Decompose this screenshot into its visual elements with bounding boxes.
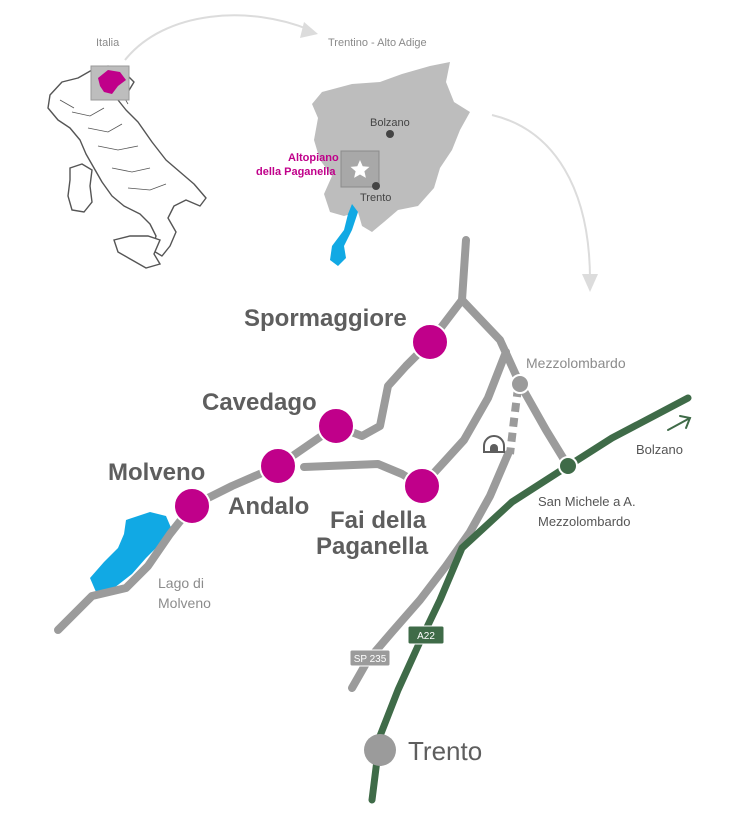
lake-molveno: [90, 512, 172, 592]
plateau-label-line2: della Paganella: [256, 166, 336, 178]
road-north-to-mezzolombardo: [458, 296, 524, 388]
a22-label: A22: [417, 631, 435, 642]
bolzano-label: Bolzano: [636, 442, 683, 457]
tunnel-dashed-road: [506, 387, 522, 455]
road-molveno-lake: [54, 502, 196, 634]
san-michele-dot: [558, 456, 578, 476]
a22-badge: A22: [407, 625, 445, 645]
region-to-map-arrow: [491, 114, 591, 281]
spormaggiore-label: Spormaggiore: [244, 305, 407, 332]
garda-lake: [330, 204, 358, 266]
italy-outline: [47, 65, 207, 257]
san-michele-label-line1: San Michele a A.: [538, 494, 636, 509]
san-michele-label-line2: Mezzolombardo: [538, 514, 631, 529]
italy-to-region-arrow: [124, 14, 311, 61]
region-inset: Bolzano Trento Altopiano della Paganella…: [256, 37, 470, 266]
bolzano-dot: [386, 130, 394, 138]
road-cavedago-spormaggiore: [332, 338, 434, 440]
inset-bolzano-label: Bolzano: [370, 117, 410, 129]
lake-label-line1: Lago di: [158, 575, 204, 591]
fai-label-line1: Fai della: [330, 507, 427, 534]
lake-label-line2: Molveno: [158, 595, 211, 611]
andalo-marker: [259, 447, 297, 485]
plateau-label-line1: Altopiano: [288, 152, 339, 164]
italy-inset: Italia: [47, 37, 207, 269]
trentino-highlight: [98, 70, 126, 94]
region-label: Trentino - Alto Adige: [328, 37, 427, 49]
inset-trento-label: Trento: [360, 192, 391, 204]
sicily-outline: [113, 235, 162, 269]
highway-a22: [368, 394, 692, 804]
molveno-marker: [173, 487, 211, 525]
town-markers: [173, 323, 449, 525]
arrow-northeast-icon: [667, 415, 692, 431]
road-mezzolombardo-sanmichele: [516, 380, 572, 470]
fai-marker: [403, 467, 441, 505]
trento-dot-large: [364, 734, 396, 766]
sp235-label: SP 235: [354, 654, 387, 665]
tunnel-icon: [483, 435, 505, 453]
sp235-badge: SP 235: [349, 649, 391, 667]
molveno-label: Molveno: [108, 459, 205, 486]
spormaggiore-marker: [411, 323, 449, 361]
trento-label: Trento: [408, 736, 482, 766]
star-icon: [350, 160, 370, 178]
mezzolombardo-dot: [510, 374, 530, 394]
connector-arrows: [124, 14, 598, 292]
cavedago-marker: [317, 407, 355, 445]
italy-label: Italia: [96, 37, 120, 49]
road-fai-valley: [418, 348, 510, 490]
region-outline: [312, 62, 470, 232]
trento-dot: [372, 182, 380, 190]
italy-regions: [59, 89, 167, 191]
italy-to-region-arrowhead: [300, 22, 318, 38]
region-to-map-arrowhead: [582, 274, 598, 292]
andalo-label: Andalo: [228, 493, 309, 520]
cavedago-label: Cavedago: [202, 389, 317, 416]
sardinia-outline: [67, 163, 93, 213]
fai-label-line2: Paganella: [316, 533, 429, 560]
mezzolombardo-label: Mezzolombardo: [526, 355, 626, 371]
